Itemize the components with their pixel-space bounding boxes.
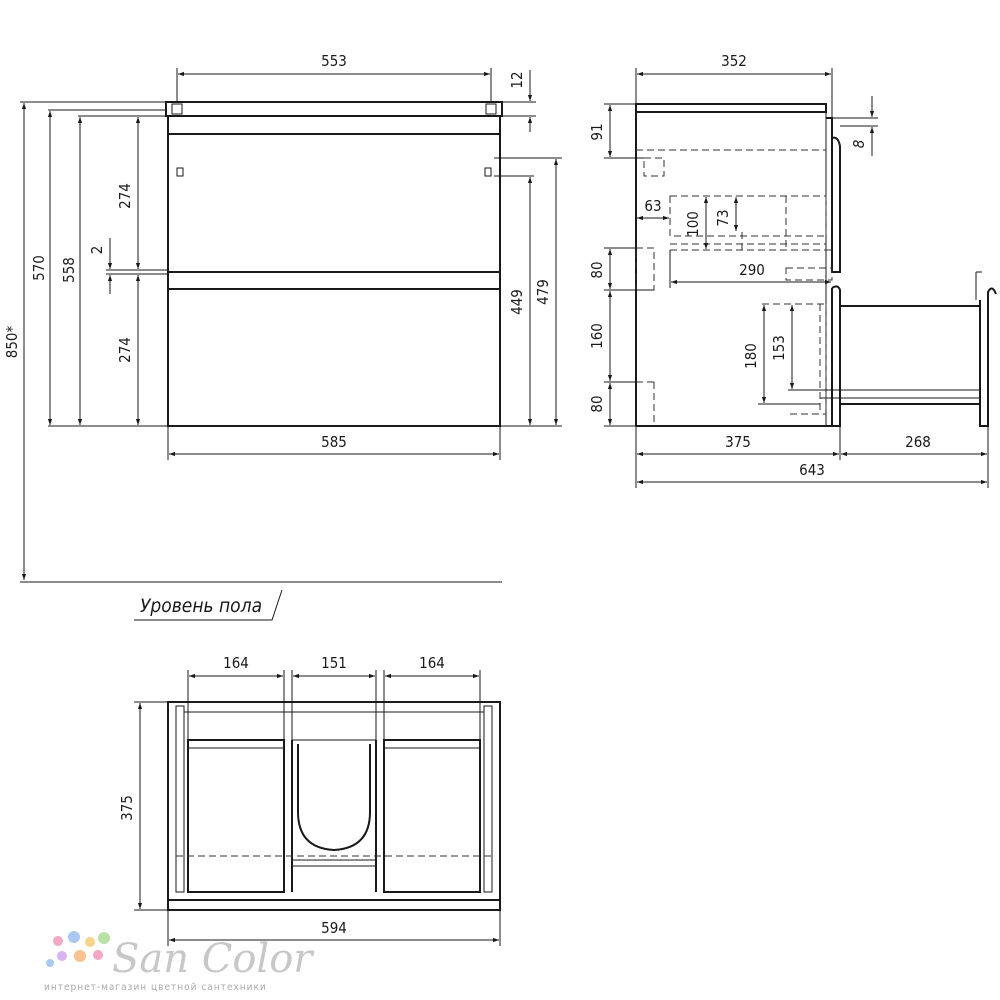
dim-section-mid: 151 xyxy=(321,654,347,672)
dim-drawer-lower: 274 xyxy=(116,337,134,363)
dim-290: 290 xyxy=(739,261,765,279)
dim-73: 73 xyxy=(714,209,732,226)
dim-height-479: 479 xyxy=(534,279,552,305)
side-countertop xyxy=(635,103,827,113)
top-view-outline xyxy=(167,701,501,911)
dim-total-depth: 643 xyxy=(799,461,825,479)
dim-8: 8 xyxy=(850,140,868,149)
dim-80-upper: 80 xyxy=(588,261,606,278)
brand-dot xyxy=(98,932,110,944)
dim-180: 180 xyxy=(742,343,760,369)
dim-section-left: 164 xyxy=(223,654,249,672)
front-view: 553 12 570 558 274 274 2 850* 449 xyxy=(3,52,562,621)
dim-width-top: 553 xyxy=(321,52,347,70)
dim-section-right: 164 xyxy=(419,654,445,672)
dim-total-height: 850* xyxy=(3,325,21,358)
floor-label: Уровень пола xyxy=(140,595,262,617)
top-view: 164 151 164 375 594 xyxy=(118,654,501,946)
brand-dot xyxy=(46,959,54,967)
dim-top-width: 594 xyxy=(321,919,347,937)
brand-dot xyxy=(53,936,63,946)
dim-height-449: 449 xyxy=(508,289,526,315)
brand-tagline: интернет-магазин цветной сантехники xyxy=(44,982,267,993)
brand-name: San Color xyxy=(112,936,315,982)
dim-height-558: 558 xyxy=(60,257,78,283)
dim-top-depth: 375 xyxy=(118,795,136,821)
dim-drawer-out: 268 xyxy=(905,433,931,451)
dim-100: 100 xyxy=(684,211,702,237)
dim-depth-top: 352 xyxy=(721,52,747,70)
brand-dot xyxy=(68,931,80,943)
dim-drawer-upper: 274 xyxy=(116,183,134,209)
dim-91: 91 xyxy=(588,123,606,140)
dim-160: 160 xyxy=(588,323,606,349)
dim-depth-375: 375 xyxy=(725,433,751,451)
brand-dots xyxy=(46,931,110,967)
dim-63: 63 xyxy=(644,197,661,215)
brand-watermark: San Color интернет-магазин цветной санте… xyxy=(44,931,315,993)
countertop xyxy=(165,101,503,117)
dim-height-570: 570 xyxy=(30,255,48,281)
brand-dot xyxy=(85,937,95,947)
dim-drawer-gap: 2 xyxy=(88,246,106,255)
dim-width-bottom: 585 xyxy=(321,433,347,451)
brand-dot xyxy=(74,950,86,962)
side-view: 352 8 91 63 100 73 80 290 160 xyxy=(588,52,997,488)
brand-dot xyxy=(57,951,67,961)
dim-80-lower: 80 xyxy=(588,395,606,412)
dim-top-thickness: 12 xyxy=(508,71,526,88)
dim-153: 153 xyxy=(770,335,788,361)
brand-dot xyxy=(93,950,103,960)
